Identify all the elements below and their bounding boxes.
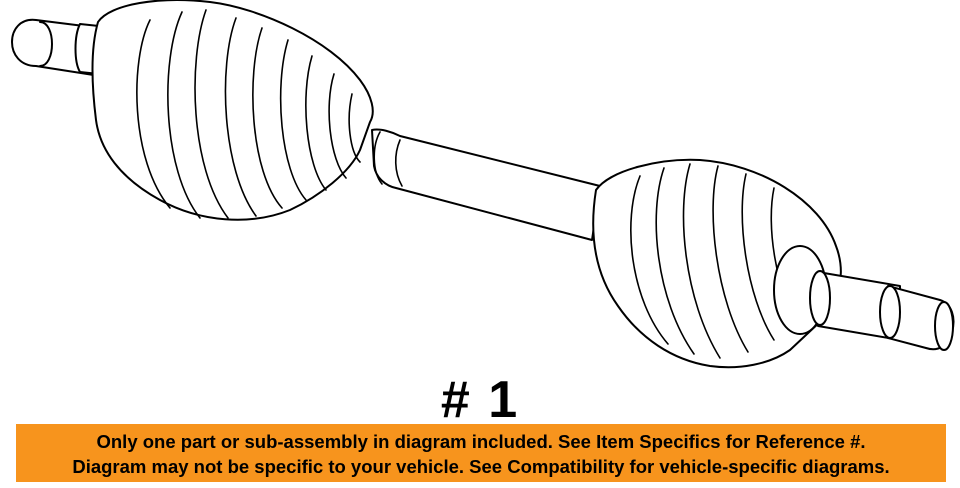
right-stub-shaft <box>809 270 955 351</box>
right-cv-boot <box>592 158 842 369</box>
notice-line-2: Diagram may not be specific to your vehi… <box>72 456 890 477</box>
part-callout-number: # 1 <box>440 371 520 429</box>
notice-line-1: Only one part or sub-assembly in diagram… <box>96 431 866 452</box>
notice-banner: Only one part or sub-assembly in diagram… <box>16 424 946 482</box>
axle-shaft <box>371 128 601 241</box>
left-cv-boot <box>91 0 374 221</box>
axle-shaft-diagram <box>11 0 955 369</box>
